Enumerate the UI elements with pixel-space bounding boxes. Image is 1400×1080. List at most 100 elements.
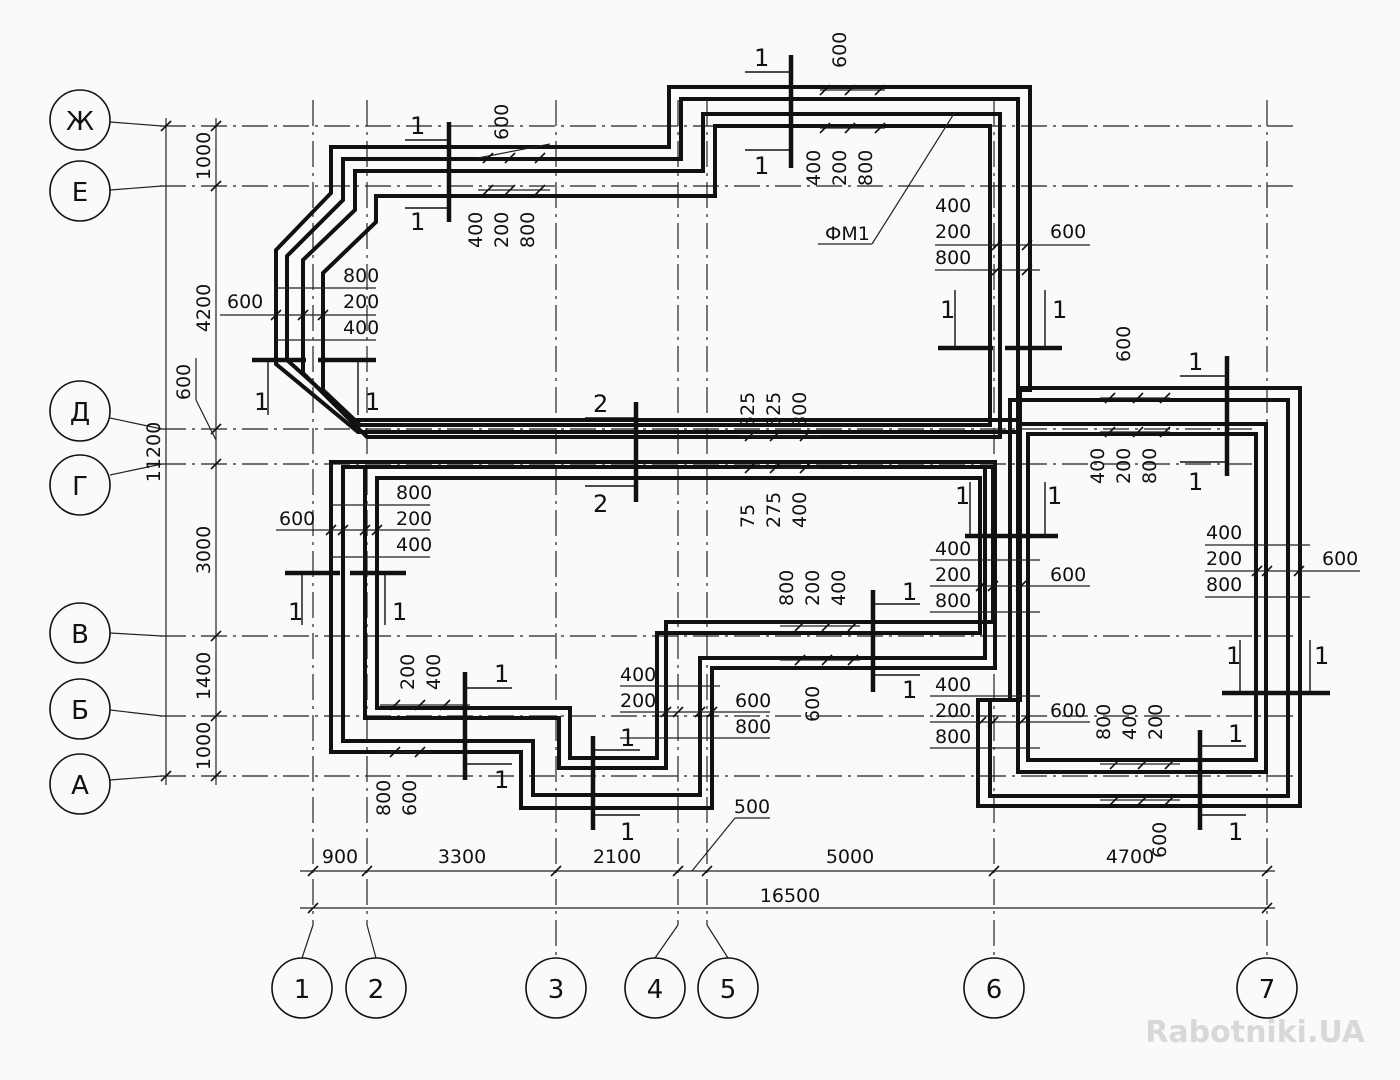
dimension-lines — [160, 84, 1360, 914]
wall-dim: 200 — [935, 700, 971, 722]
tick — [1021, 239, 1033, 251]
dim-5000: 5000 — [826, 846, 874, 868]
tick — [504, 152, 516, 164]
tick — [160, 120, 172, 132]
wall-dim: 200 — [935, 564, 971, 586]
tick — [1015, 716, 1027, 728]
tick — [482, 184, 494, 196]
tick — [975, 580, 987, 592]
tick — [987, 716, 999, 728]
wall-dim: 800 — [735, 716, 771, 738]
wall-dim: 400 — [1206, 522, 1242, 544]
foundation-walls — [274, 85, 1302, 810]
wall-dim: 200 — [1145, 704, 1167, 740]
wall-dim: 200 — [343, 291, 379, 313]
tick — [1261, 902, 1273, 914]
tick — [821, 654, 833, 666]
tick — [874, 84, 886, 96]
wall-dim: 600 — [1050, 564, 1086, 586]
tick — [1015, 580, 1027, 592]
section-number: 1 — [392, 598, 407, 626]
tick — [414, 699, 426, 711]
tick — [799, 430, 811, 442]
section-number: 1 — [1052, 296, 1067, 324]
tick — [1164, 794, 1176, 806]
section-number: 1 — [1188, 468, 1203, 496]
tick — [819, 122, 831, 134]
dim-1000-top: 1000 — [193, 132, 215, 180]
bubble-leader — [301, 924, 314, 959]
wall-dim: 800 — [776, 570, 798, 606]
tick — [210, 710, 222, 722]
axis-bubble-ye — [49, 160, 111, 222]
wall-dim: 800 — [373, 780, 395, 816]
wall-dim: 400 — [828, 570, 850, 606]
lower-contour-2 — [341, 465, 987, 797]
tick — [1132, 392, 1144, 404]
wall-dim: 400 — [1119, 704, 1141, 740]
bubble-leader — [706, 924, 729, 959]
tick — [1104, 426, 1116, 438]
wall-dim: 600 — [227, 291, 263, 313]
wall-dim: 400 — [789, 492, 811, 528]
wall-dim: 800 — [1139, 448, 1161, 484]
section-marks — [252, 55, 1330, 830]
tick — [1137, 758, 1149, 770]
axis-bubble-d — [49, 380, 111, 442]
tick — [794, 620, 806, 632]
dim-1000-bottom: 1000 — [193, 722, 215, 770]
tick — [706, 706, 718, 718]
tick — [769, 430, 781, 442]
dim-500: 500 — [734, 796, 770, 818]
wall-dim: 400 — [935, 674, 971, 696]
axis-label-v: В — [71, 620, 89, 650]
wall-dim: 800 — [935, 247, 971, 269]
tick — [1109, 794, 1121, 806]
wall-dim: 400 — [935, 538, 971, 560]
wall-dim: 600 — [829, 32, 851, 68]
wall-dim: 600 — [1113, 326, 1135, 362]
axis-bubble-5 — [697, 957, 759, 1019]
axis-bubble-a — [49, 753, 111, 815]
tick — [799, 462, 811, 474]
bubble-leader — [109, 632, 163, 637]
section-number: 1 — [1314, 642, 1329, 670]
wall-dim: 75 — [737, 504, 759, 528]
dim-3300: 3300 — [438, 846, 486, 868]
tick — [534, 152, 546, 164]
tick — [210, 120, 222, 132]
wall-dim: 600 — [1050, 221, 1086, 243]
upper-inner-contour — [321, 124, 992, 427]
axis-bubble-7 — [1236, 957, 1298, 1019]
wall-dimension-labels: 600 400 200 800 600 400 200 800 400 200 … — [227, 32, 1358, 858]
wall-dim: 400 — [1087, 448, 1109, 484]
tick — [389, 699, 401, 711]
tick — [672, 865, 684, 877]
leader-500 — [691, 817, 736, 872]
tick — [701, 865, 713, 877]
axis-bubble-g — [49, 454, 111, 516]
lower-contour-3 — [363, 465, 995, 770]
section-number: 1 — [1047, 482, 1062, 510]
tick — [991, 264, 1003, 276]
section-number: 2 — [593, 390, 608, 418]
wall-dim: 400 — [935, 195, 971, 217]
axis-label-g: Г — [72, 472, 88, 502]
wall-dim: 800 — [1093, 704, 1115, 740]
tick — [847, 620, 859, 632]
tick — [1261, 565, 1273, 577]
wall-dim: 200 — [935, 221, 971, 243]
bubble-leader — [109, 775, 163, 781]
watermark-text: Rabotniki.UA — [1145, 1015, 1365, 1050]
tick — [1164, 758, 1176, 770]
wall-dim: 800 — [789, 392, 811, 428]
axis-label-a: А — [71, 771, 89, 801]
wall-dim-ticks — [270, 84, 1305, 806]
axis-bubble-zh — [49, 89, 111, 151]
wall-dim: 600 — [1050, 700, 1086, 722]
tick — [337, 524, 349, 536]
section-number: 1 — [288, 598, 303, 626]
section-number: 1 — [254, 388, 269, 416]
tick — [1104, 392, 1116, 404]
wall-dim: 800 — [935, 726, 971, 748]
